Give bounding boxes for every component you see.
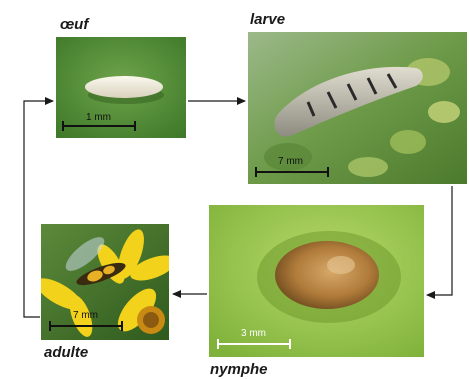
arrow-larva-to-pupa: [427, 186, 452, 295]
arrow-adult-to-egg: [24, 101, 53, 317]
